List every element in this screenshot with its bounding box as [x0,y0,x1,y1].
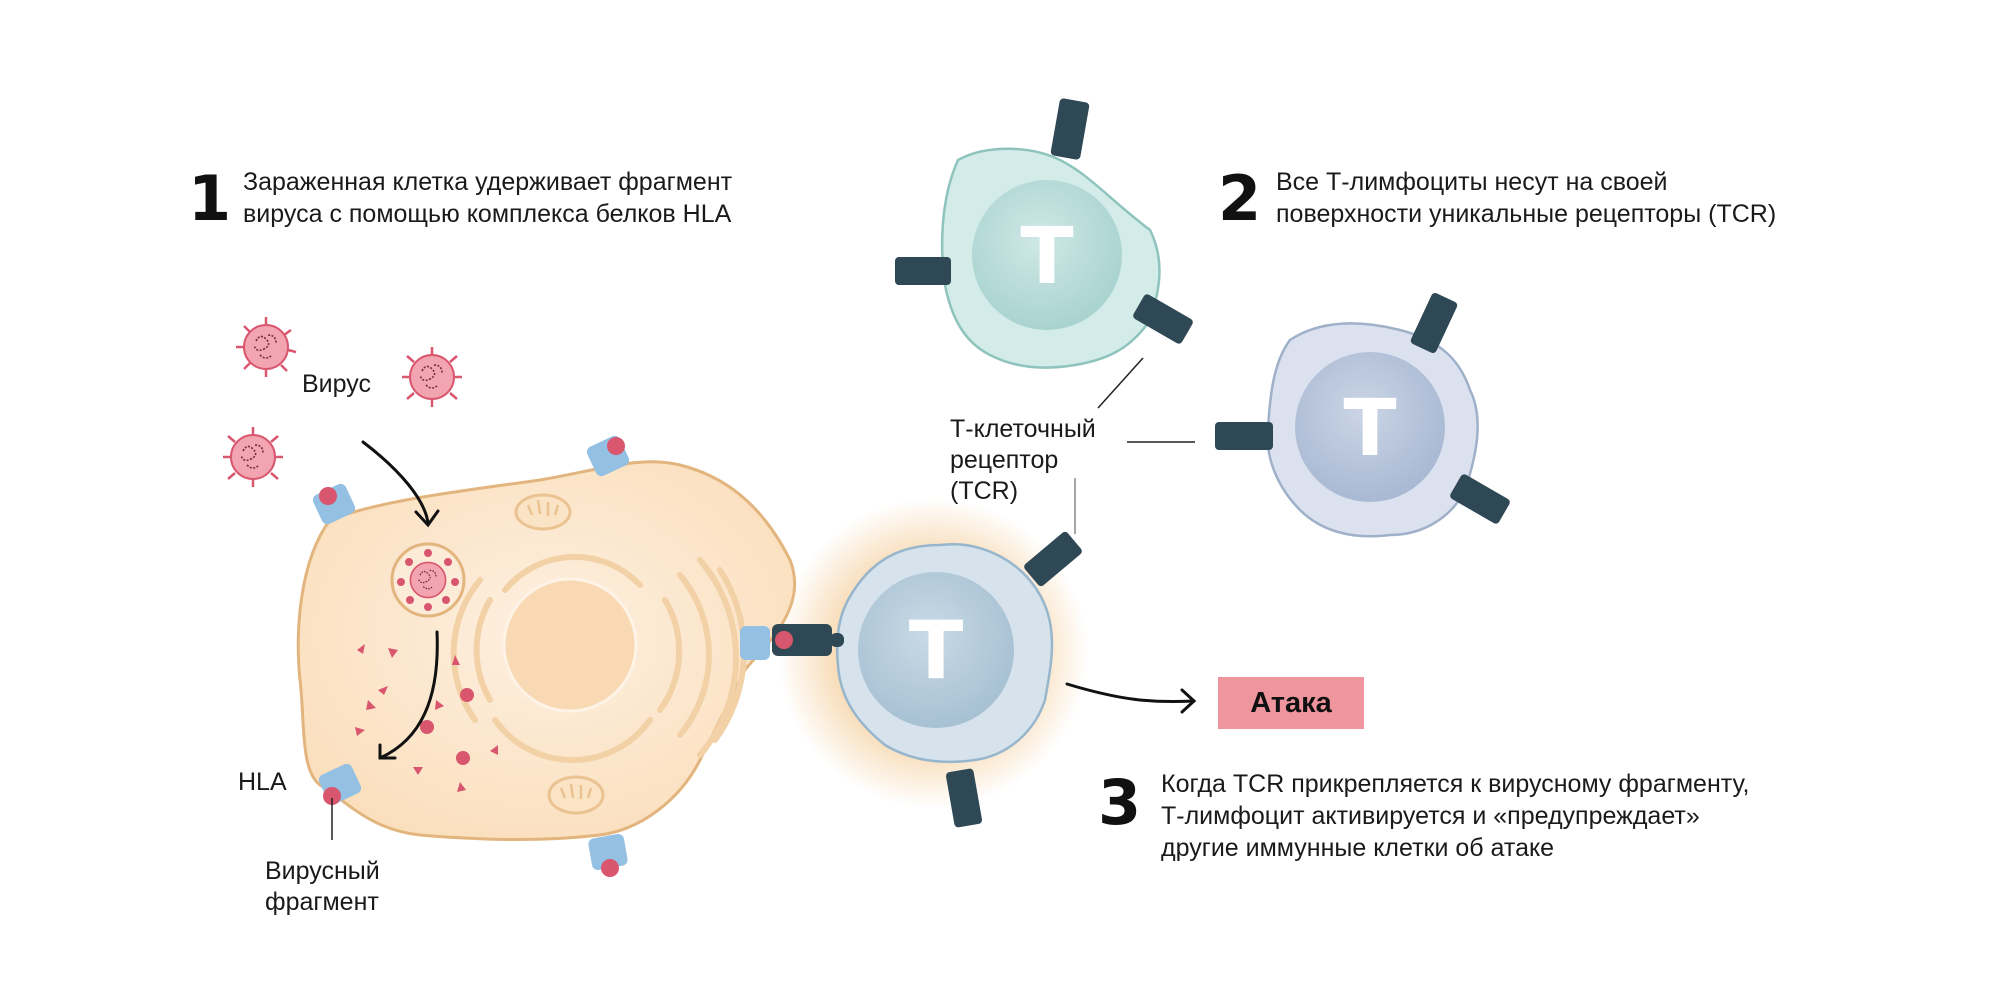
arrow-virus-entry [361,440,440,528]
step-2-text: Все Т-лимфоциты несут на своей поверхнос… [1276,168,1777,228]
step-3-number: 3 [1098,766,1142,839]
t-cell-letter: T [909,604,964,697]
hla-label: HLA [238,768,287,796]
hla-protein [588,834,628,877]
hla-protein-labeled [318,763,362,840]
viral-fragments [355,644,498,792]
endosome-with-virus [390,542,466,618]
virus-label: Вирус [302,370,371,398]
hla-protein [312,483,356,525]
mitochondrion [514,493,572,531]
viral-fragment-label: Вирусный фрагмент [265,857,380,916]
virus-particle [402,347,462,407]
tcr-receptor [1024,531,1082,587]
tcr-receptor [895,98,1193,344]
attack-badge: Атака [1218,677,1364,729]
step-2-number: 2 [1218,162,1262,235]
step-1-number: 1 [188,162,232,235]
attack-arrow [1065,682,1197,714]
virus-particle [223,427,283,487]
nucleus [502,577,638,713]
step-1-text: Зараженная клетка удерживает фрагмент ви… [243,168,733,228]
tcr-leader-lines [1074,357,1195,534]
t-cell-letter: T [1020,212,1073,302]
infected-cell [296,460,797,842]
t-cell-lavender: T [1266,322,1479,538]
tcr-receptor [1215,293,1510,524]
virus-particle [236,317,297,377]
t-cell-activated: T [835,543,1054,764]
tcr-bound-to-hla [740,624,844,660]
tcr-label: Т-клеточный рецептор (TCR) [950,415,1096,505]
t-cell-teal: T [940,147,1161,369]
t-cell-letter: T [1343,384,1396,474]
arrow-fragment-presentation [378,630,439,760]
mitochondrion [547,775,605,815]
endoplasmic-reticulum [450,553,747,763]
hla-protein [586,435,630,477]
tcr-receptor [945,768,983,828]
step-3-text: Когда TCR прикрепляется к вирусному фраг… [1161,770,1750,862]
